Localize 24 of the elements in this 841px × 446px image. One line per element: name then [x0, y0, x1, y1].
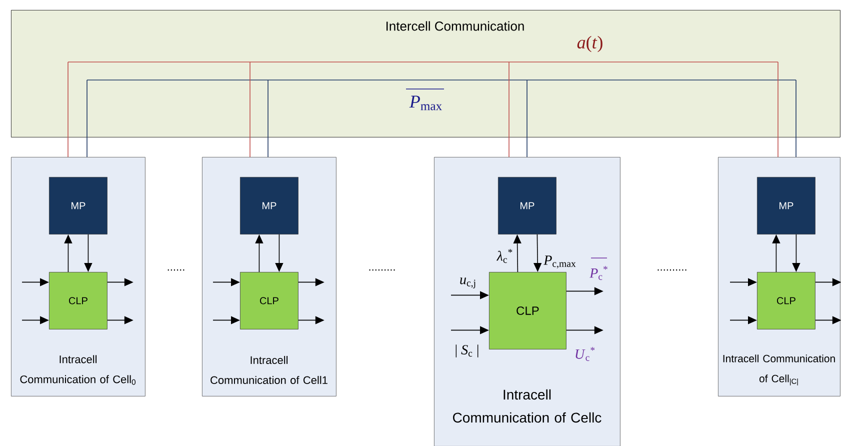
arrow	[815, 278, 841, 286]
ellipsis: .........	[369, 269, 395, 271]
ellipsis: ......	[168, 269, 184, 271]
arrow	[815, 316, 841, 324]
processor-box: MP	[498, 177, 556, 234]
bus-connector	[508, 62, 510, 158]
bus-connector	[526, 80, 528, 158]
processor-box: CLP	[240, 272, 298, 330]
edge-label: | S$_{c}$ |	[454, 344, 480, 358]
bus-connector	[86, 80, 88, 158]
edge-label: P$_{c,max}$	[543, 255, 577, 269]
edge-label: U$_{c}$*	[574, 346, 596, 362]
processor-box: CLP	[49, 272, 108, 330]
processor-box: MP	[240, 177, 298, 234]
processor-box: CLP	[489, 272, 566, 350]
edge-label: P$_{c}$*	[589, 266, 609, 280]
processor-box: MP	[757, 177, 816, 234]
edge-label: λ$_{c}$*	[496, 248, 514, 264]
ellipsis: ..........	[658, 269, 686, 271]
processor-box: MP	[49, 177, 108, 234]
edge-label: u$_{c,j}$	[459, 277, 478, 289]
signal-label: P$_{max}$	[408, 94, 444, 112]
signal-label: a(t)	[576, 34, 604, 54]
processor-box: CLP	[757, 272, 816, 330]
